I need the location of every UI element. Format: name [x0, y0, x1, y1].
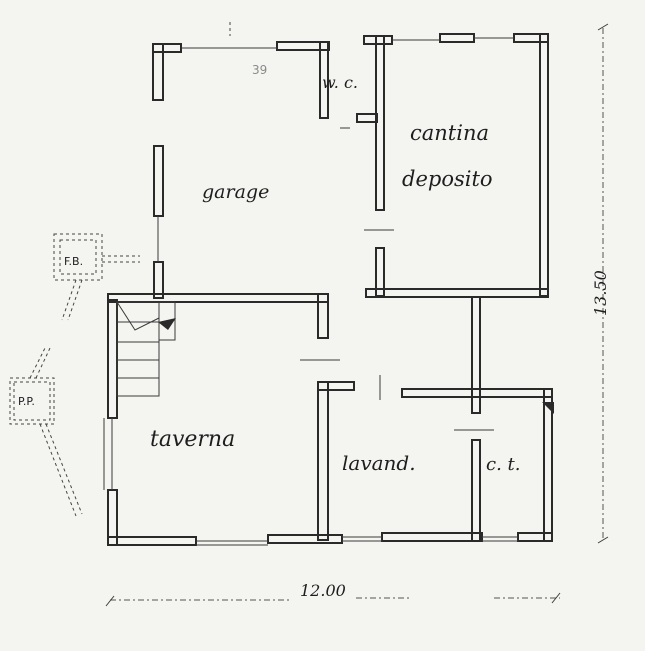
label-fossa-biologica: F.B.: [64, 255, 83, 268]
corner-mark: [542, 402, 554, 414]
room-label-deposito: deposito: [402, 167, 493, 191]
pozzetto: [9, 345, 83, 517]
dimension-width-label: 12.00: [300, 581, 346, 600]
label-pozzetto: P.P.: [18, 395, 35, 408]
staircase: [116, 301, 176, 397]
dimension-depth-label: 13.50: [591, 270, 610, 316]
room-label-wc: w. c.: [322, 73, 358, 92]
room-label-garage: garage: [202, 181, 269, 203]
room-label-taverna: taverna: [150, 427, 235, 452]
room-label-cantina: cantina: [410, 121, 489, 145]
interior-walls: [317, 35, 481, 542]
room-label-centrale-termica: c. t.: [486, 454, 520, 475]
pencil-note: 39: [252, 63, 267, 77]
dimension-lines: [105, 22, 609, 607]
fossa-biologica: [53, 233, 140, 321]
windows: [103, 37, 518, 546]
room-label-lavanderia: lavand.: [342, 451, 416, 475]
